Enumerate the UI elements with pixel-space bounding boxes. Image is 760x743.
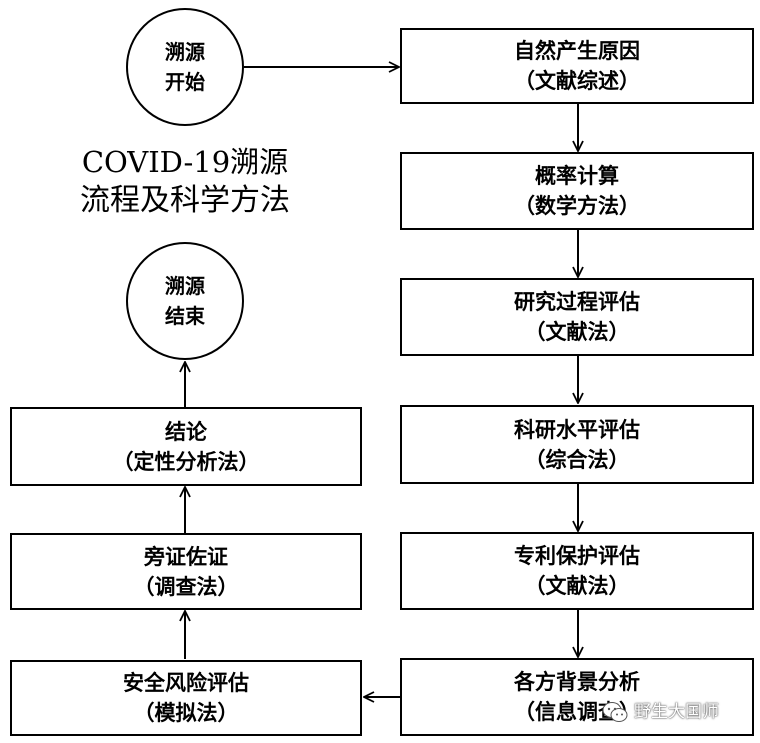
step-research-process: 研究过程评估 （文献法） <box>400 278 754 356</box>
start-node-line2: 开始 <box>165 70 205 94</box>
step-label: 专利保护评估 <box>514 543 640 568</box>
wechat-icon <box>602 702 628 722</box>
step-corroboration: 旁证佐证 （调查法） <box>10 533 362 610</box>
step-label: 各方背景分析 <box>514 669 640 694</box>
step-method: （数学方法） <box>514 193 640 218</box>
step-method: （综合法） <box>524 446 630 472</box>
step-label: 科研水平评估 <box>514 416 640 442</box>
step-method: （文献法） <box>524 319 630 344</box>
diagram-title-line2: 流程及科学方法 <box>80 183 290 218</box>
step-probability: 概率计算 （数学方法） <box>400 152 754 230</box>
diagram-title: COVID-19溯源 流程及科学方法 <box>40 143 330 221</box>
end-node: 溯源 结束 <box>126 242 244 360</box>
diagram-title-line1: COVID-19溯源 <box>81 145 289 179</box>
step-safety-risk: 安全风险评估 （模拟法） <box>10 660 362 736</box>
step-label: 旁证佐证 <box>144 543 228 569</box>
step-conclusion: 结论 （定性分析法） <box>10 407 362 486</box>
start-node-line1: 溯源 <box>165 40 205 64</box>
watermark: 野生大国师 <box>602 690 754 734</box>
step-label: 安全风险评估 <box>123 670 249 695</box>
step-method: （文献法） <box>524 573 630 598</box>
step-label: 自然产生原因 <box>514 38 640 63</box>
step-method: （模拟法） <box>133 700 239 725</box>
step-background-analysis: 各方背景分析 （信息调查） <box>400 658 754 736</box>
step-label: 概率计算 <box>535 163 619 188</box>
step-method: （文献综述） <box>514 68 640 93</box>
step-label: 研究过程评估 <box>514 289 640 314</box>
step-patent-protection: 专利保护评估 （文献法） <box>400 532 754 610</box>
start-node: 溯源 开始 <box>126 8 244 126</box>
step-research-level: 科研水平评估 （综合法） <box>400 405 754 484</box>
end-node-line1: 溯源 <box>165 274 205 298</box>
step-method: （定性分析法） <box>112 448 260 474</box>
end-node-line2: 结束 <box>165 304 205 328</box>
watermark-text: 野生大国师 <box>634 702 719 722</box>
step-natural-causes: 自然产生原因 （文献综述） <box>400 28 754 104</box>
step-label: 结论 <box>165 418 207 444</box>
step-method: （调查法） <box>133 573 239 599</box>
